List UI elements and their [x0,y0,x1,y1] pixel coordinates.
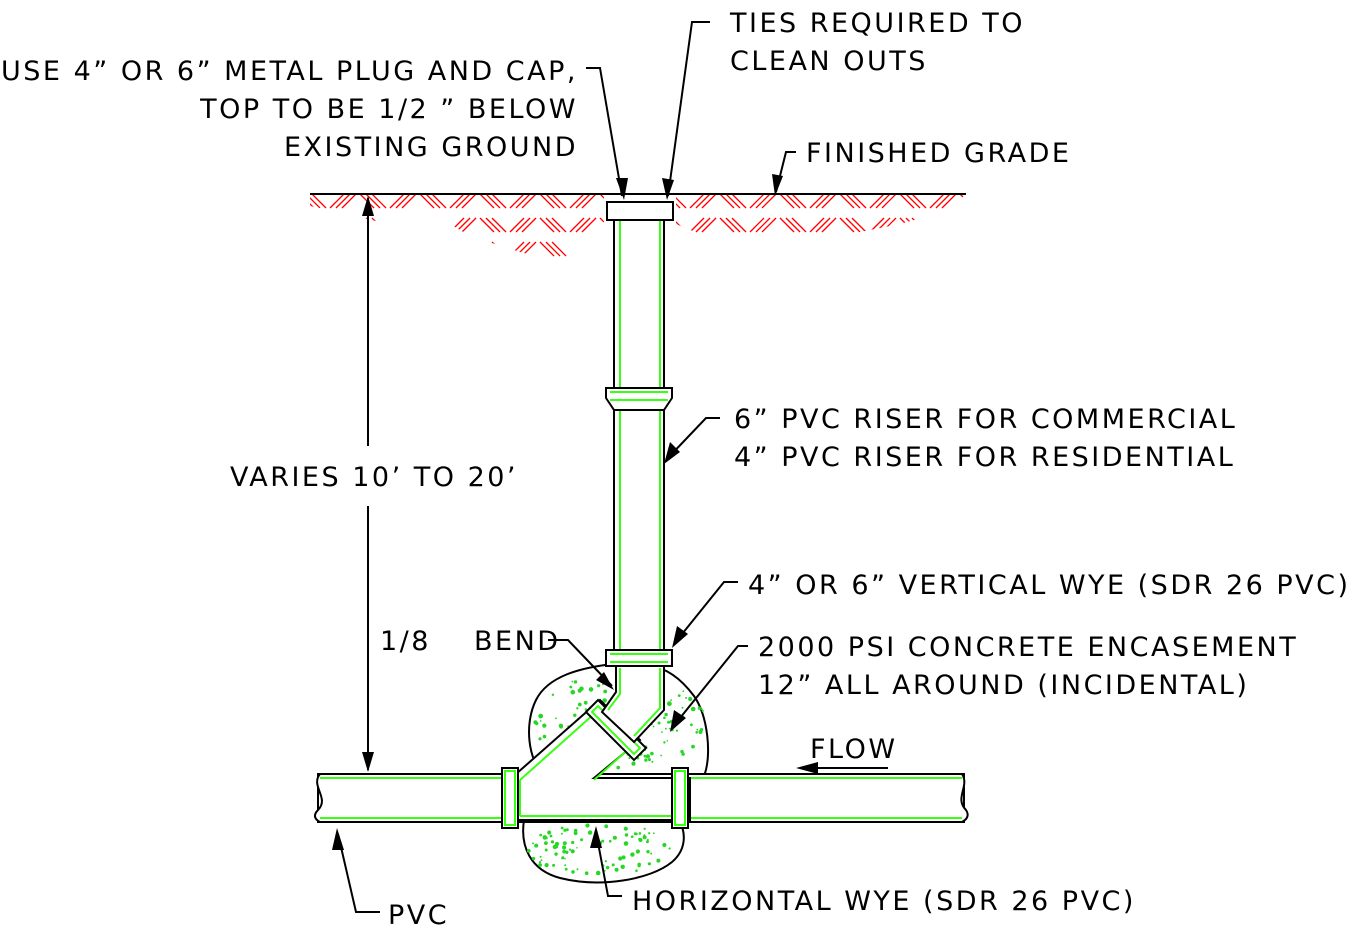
concrete-note-line2: 12” ALL AROUND (INCIDENTAL) [758,670,1249,701]
depth-dimension [362,196,374,772]
vertical-riser-pipe [605,201,674,667]
bend-label: BEND [474,626,561,657]
vertical-wye-label: 4” OR 6” VERTICAL WYE (SDR 26 PVC) [748,570,1351,601]
plug-cap-note-line3: EXISTING GROUND [284,132,578,163]
leader-ties [662,21,710,200]
ties-note-line1: TIES REQUIRED TO [729,8,1025,39]
plug-cap-note-line2: TOP TO BE 1/2 ” BELOW [199,94,578,125]
riser-note-line1: 6” PVC RISER FOR COMMERCIAL [734,404,1237,435]
flow-arrow [796,762,888,774]
leader-finished-grade [772,151,796,196]
plug-cap-note-line1: USE 4” OR 6” METAL PLUG AND CAP, [1,56,578,87]
leader-vertical-wye [672,581,738,648]
bend-fraction-label: 1/8 [380,626,431,657]
leader-bend [548,639,614,690]
leader-pvc [332,828,380,913]
finished-grade-label: FINISHED GRADE [806,138,1071,169]
horizontal-wye-fitting [501,698,691,829]
ties-note-line2: CLEAN OUTS [730,46,928,77]
pvc-label: PVC [388,900,449,930]
leader-riser [664,417,720,464]
leader-horizontal-wye [590,826,622,897]
riser-note-line2: 4” PVC RISER FOR RESIDENTIAL [734,442,1235,473]
depth-label: VARIES 10’ TO 20’ [230,462,518,493]
horizontal-wye-label: HORIZONTAL WYE (SDR 26 PVC) [632,886,1136,917]
concrete-note-line1: 2000 PSI CONCRETE ENCASEMENT [758,632,1298,663]
flow-label: FLOW [810,734,898,765]
leader-plug-cap [586,67,628,200]
leader-concrete [670,645,748,732]
